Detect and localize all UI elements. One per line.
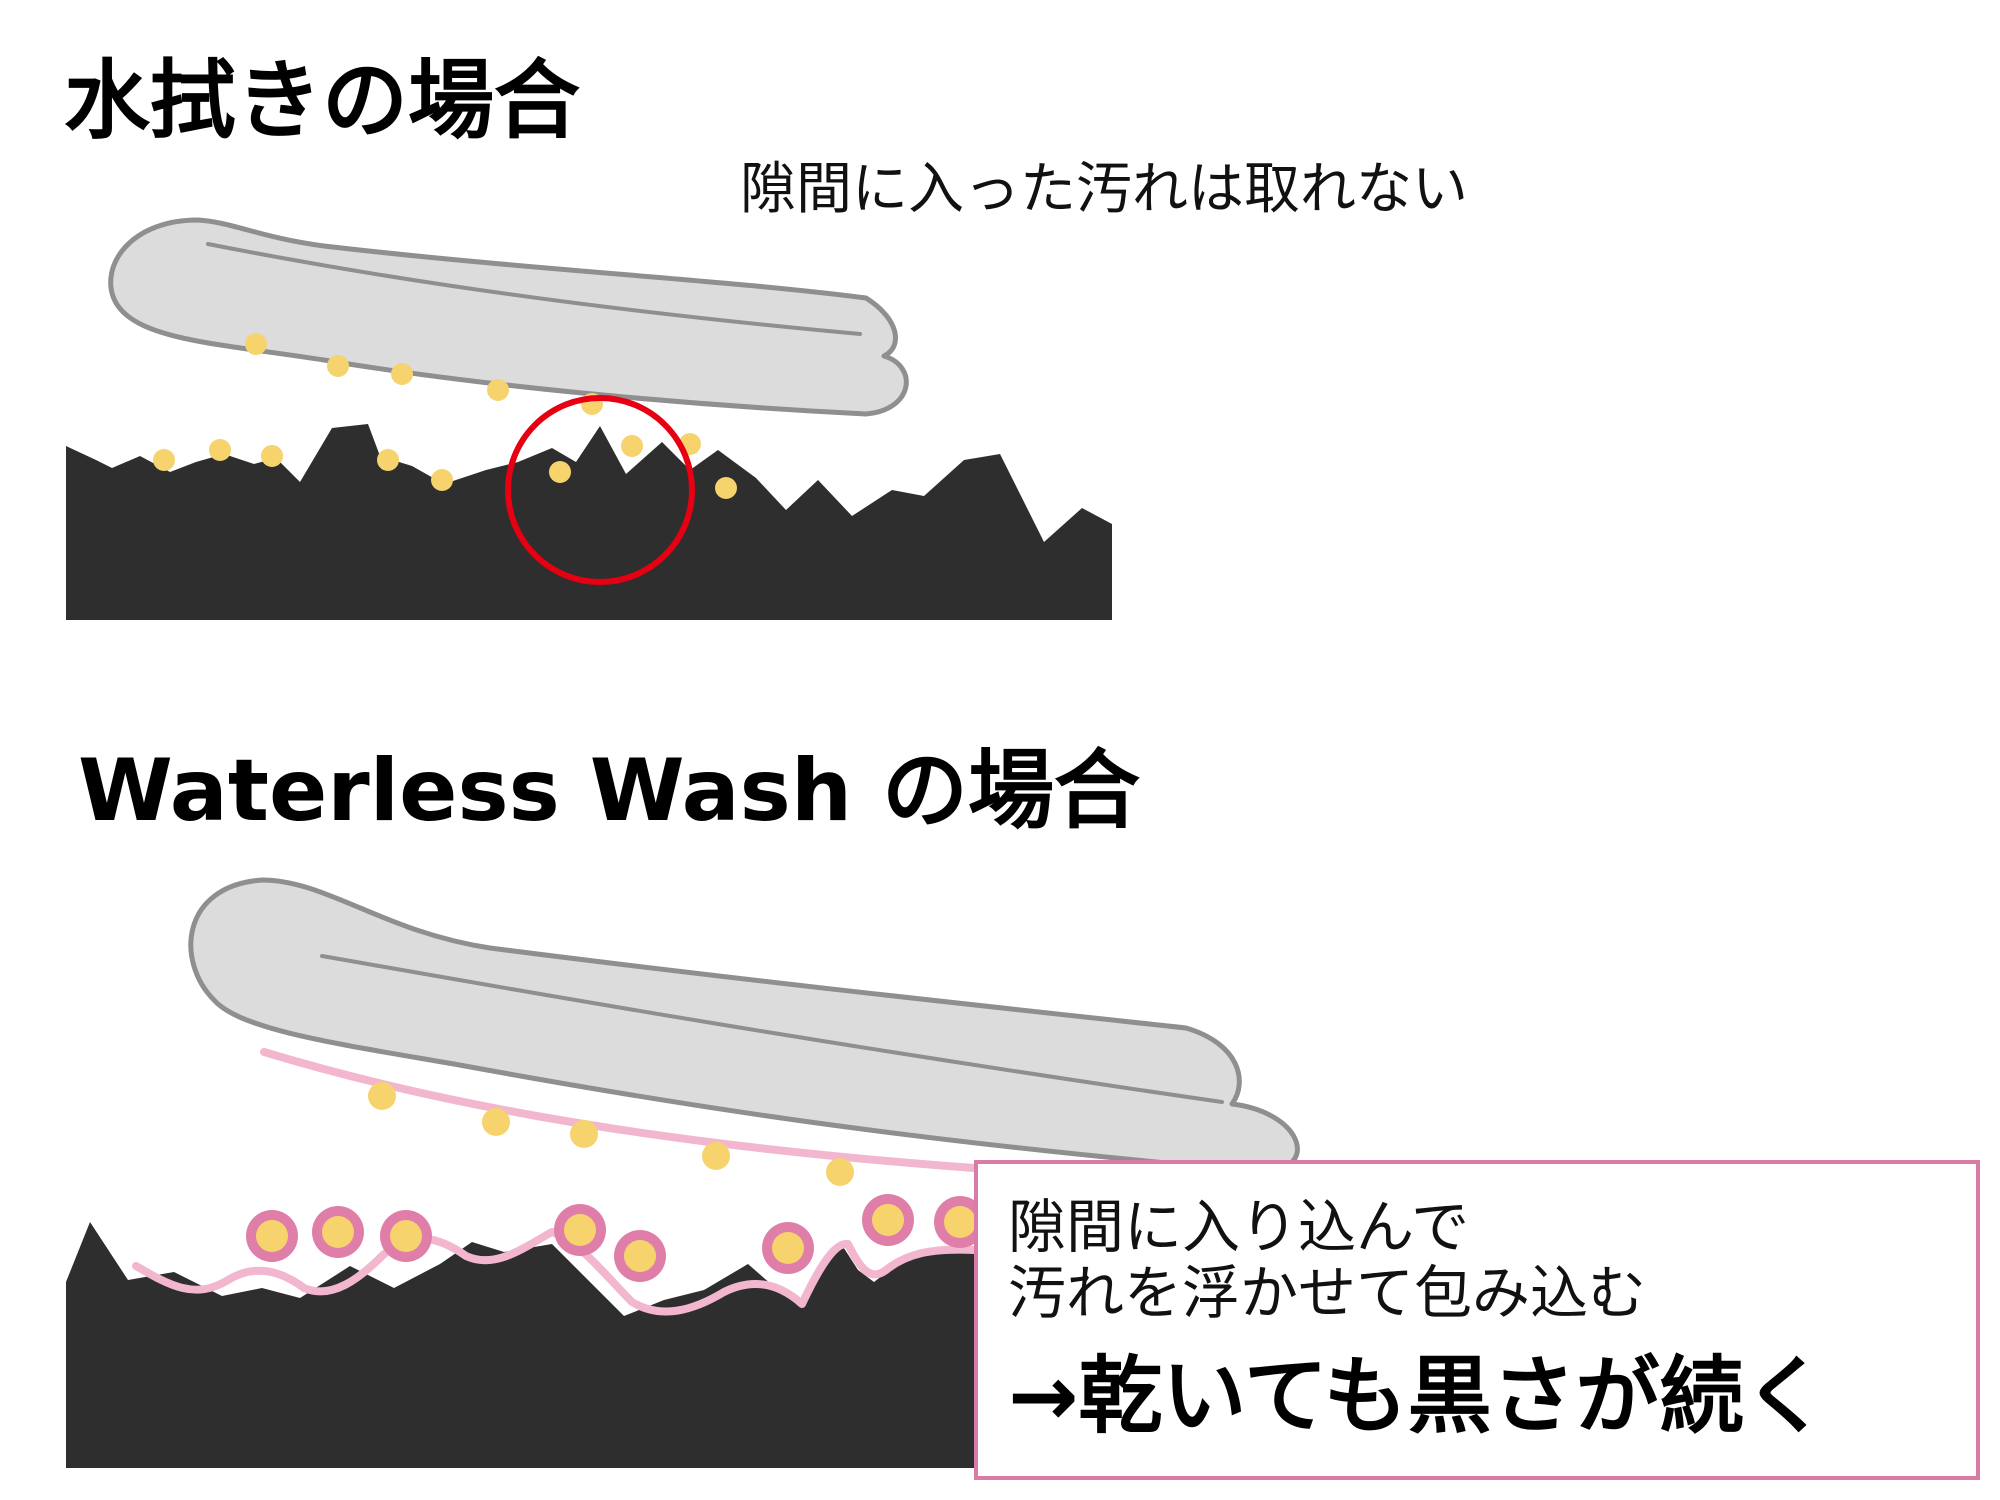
callout-line-3: →乾いても黒さが続く [1008, 1347, 1828, 1445]
callout-line-1: 隙間に入り込んで [1008, 1193, 1470, 1261]
callout-line-2: 汚れを浮かせて包み込む [1008, 1259, 1647, 1327]
encapsulated-dirt [614, 1230, 666, 1282]
rough-surface-bottom [66, 1222, 974, 1468]
dirt-particle [368, 1082, 396, 1110]
result-callout-box: 隙間に入り込んで 汚れを浮かせて包み込む →乾いても黒さが続く [974, 1160, 1980, 1480]
dirt-particle [377, 449, 399, 471]
dirt-particle [702, 1142, 730, 1170]
towel-top [108, 217, 909, 417]
dirt-particles-bottom-film [368, 1082, 854, 1186]
dirt-particle [153, 449, 175, 471]
dirt-particle [327, 355, 349, 377]
dirt-particle [391, 363, 413, 385]
towel-top-fold-line [206, 242, 862, 336]
dirt-particle [245, 333, 267, 355]
bottom-scene [66, 877, 1300, 1468]
encapsulated-dirt [762, 1222, 814, 1274]
highlight-circle [505, 395, 695, 585]
dirt-particle [570, 1120, 598, 1148]
dirt-particle [715, 477, 737, 499]
encapsulated-dirt [312, 1206, 364, 1258]
top-section-note: 隙間に入った汚れは取れない [740, 157, 1468, 222]
dirt-particle [431, 469, 453, 491]
encapsulated-dirt [246, 1210, 298, 1262]
dirt-particle [487, 379, 509, 401]
wash-film-towel [260, 1048, 978, 1172]
encapsulated-dirt [554, 1204, 606, 1256]
rough-surface-top [66, 424, 1112, 620]
encapsulated-dirt [934, 1196, 986, 1248]
section-title-bottom: Waterless Wash の場合 [78, 741, 1140, 841]
dirt-particle [209, 439, 231, 461]
dirt-particle [482, 1108, 510, 1136]
dirt-particle [621, 435, 643, 457]
dirt-particle [261, 445, 283, 467]
encapsulated-dirt [380, 1210, 432, 1262]
dirt-particle [549, 461, 571, 483]
top-scene [66, 217, 1112, 620]
towel-bottom-fold-line [320, 954, 1224, 1104]
encapsulated-dirt [862, 1194, 914, 1246]
dirt-particles-top [153, 333, 737, 499]
section-title-top: 水拭きの場合 [64, 51, 580, 151]
towel-bottom [188, 877, 1300, 1175]
encapsulated-dirt-bubbles [246, 1194, 986, 1282]
dirt-particle [826, 1158, 854, 1186]
